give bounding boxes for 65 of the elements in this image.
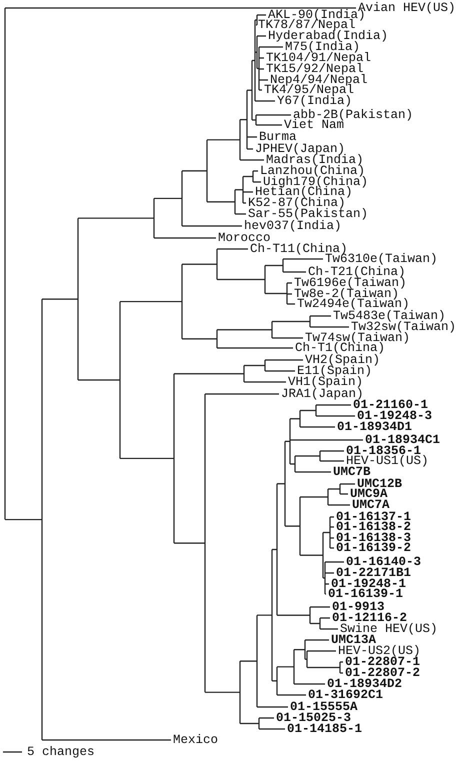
taxon-label: 01-22807-1	[345, 656, 420, 668]
taxon-label: Ch-T21(China)	[308, 266, 406, 278]
taxon-label: TK104/91/Nepal	[266, 52, 372, 64]
taxon-label: Sar-55(Pakistan)	[248, 208, 368, 220]
taxon-label: 01-16139-2	[336, 542, 412, 554]
taxon-label: 01-16138-2	[336, 521, 412, 533]
taxon-label: Tw2494e(Taiwan)	[297, 298, 410, 310]
taxon-label: Viet Nam	[284, 119, 344, 131]
taxon-label: UMC7B	[333, 466, 371, 478]
taxon-label: Tw5483e(Taiwan)	[333, 310, 446, 322]
taxon-label: 01-16137-1	[336, 511, 412, 523]
taxon-label: TK15/92/Nepal	[266, 63, 364, 75]
taxon-label: JRA1(Japan)	[281, 388, 364, 400]
taxon-label: 01-16139-1	[328, 588, 404, 600]
taxon-label: 01-14185-1	[287, 723, 362, 735]
scale-bar-label: 5 changes	[27, 746, 95, 758]
taxon-label: 01-22171B1	[336, 567, 412, 579]
taxon-label: UMC13A	[331, 634, 376, 646]
taxon-label: 01-15555A	[290, 701, 358, 713]
taxon-label: Hyderabad(India)	[268, 30, 388, 42]
taxon-label: Mexico	[173, 734, 218, 746]
taxon-label: 01-16140-3	[346, 556, 422, 568]
taxon-label: Morocco	[218, 232, 271, 244]
taxon-label: Nep4/94/Nepal	[270, 74, 368, 86]
taxon-label: Madras(India)	[266, 154, 364, 166]
taxon-label: 01-19248-1	[331, 578, 406, 590]
taxon-label: abb-2B(Pakistan)	[293, 109, 414, 121]
taxon-label: VH2(Spain)	[305, 354, 380, 366]
taxon-label: M75(India)	[285, 41, 360, 53]
taxon-label: TK78/87/Nepal	[258, 19, 356, 31]
taxon-label: TK4/95/Nepal	[264, 84, 354, 96]
taxon-label: E11(Spain)	[297, 365, 372, 377]
taxon-label: Burma	[259, 131, 297, 143]
taxon-label: 01-21160-1	[353, 399, 428, 411]
taxon-label: Tw8e-2(Taiwan)	[294, 288, 400, 300]
taxon-label: 01-16138-3	[336, 532, 412, 544]
taxon-label: UMC12B	[357, 478, 402, 490]
taxon-label: K52-87(China)	[248, 197, 346, 209]
taxon-label: Tw74sw(Taiwan)	[305, 332, 410, 344]
taxon-label: Lanzhou(China)	[260, 165, 366, 177]
taxon-label: HEV-US1(US)	[346, 455, 429, 467]
taxon-label: Tw6196e(Taiwan)	[294, 277, 407, 289]
taxon-label: 01-18934D1	[337, 421, 412, 433]
taxon-label: 01-15025-3	[276, 712, 352, 724]
taxon-label: HEV-US2(US)	[338, 645, 421, 657]
taxon-label: Swine HEV(US)	[340, 623, 438, 635]
taxon-label: Tw6310e(Taiwan)	[325, 253, 438, 265]
taxon-label: VH1(Spain)	[288, 376, 364, 388]
taxon-label: Hetian(China)	[255, 186, 353, 198]
taxon-label: 01-18934D2	[327, 678, 402, 690]
taxon-label: 01-18934C1	[365, 434, 440, 446]
taxon-label: Uigh179(China)	[263, 176, 368, 188]
taxon-label: Ch-T1(China)	[295, 342, 386, 354]
taxon-label: Y67(India)	[277, 95, 352, 107]
taxon-label: UMC9A	[350, 488, 388, 500]
taxon-label: JPHEV(Japan)	[255, 143, 346, 155]
taxon-label: hev037(India)	[244, 220, 342, 232]
taxon-label: 01-12116-2	[332, 612, 408, 624]
taxon-label: 01-19248-3	[357, 410, 432, 422]
taxon-label: Tw32sw(Taiwan)	[351, 321, 456, 333]
taxon-label: 01-9913	[332, 601, 385, 613]
taxon-label: 01-31692C1	[308, 689, 384, 701]
taxon-label: Ch-T11(China)	[250, 243, 348, 255]
taxon-label: UMC7A	[352, 499, 390, 511]
taxon-label: 01-22807-2	[345, 667, 420, 679]
